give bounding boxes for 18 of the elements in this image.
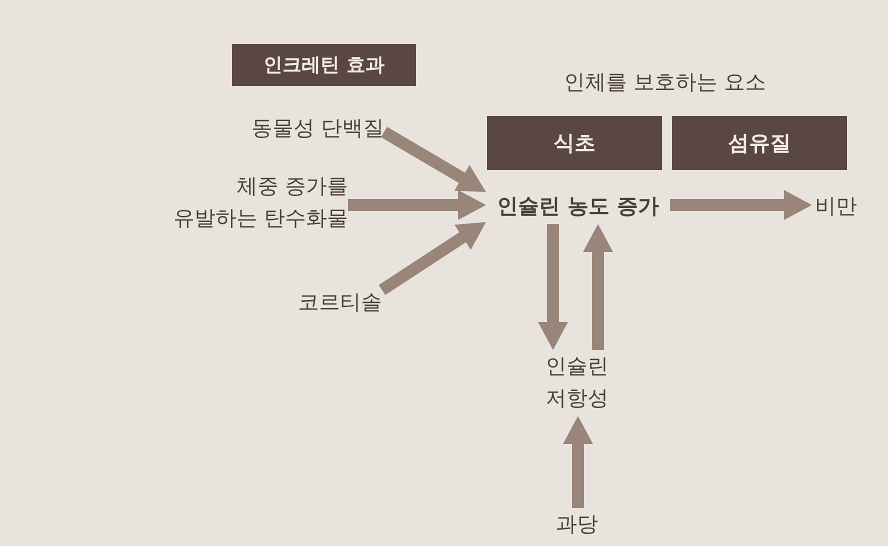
- group-heading: 인체를 보호하는 요소: [562, 69, 768, 96]
- outcome-text: 인슐린 농도 증가: [486, 190, 670, 224]
- arrow: [670, 190, 812, 220]
- arrow: [380, 126, 486, 192]
- factor-text: 과당: [545, 508, 609, 542]
- factor-text: 동물성 단백질: [222, 112, 384, 146]
- arrow: [563, 416, 593, 508]
- factor-box: 식초: [487, 116, 662, 170]
- condition-text: 인슐린 저항성: [536, 350, 618, 416]
- label-box: 인크레틴 효과: [232, 44, 416, 86]
- arrow: [583, 224, 613, 350]
- factor-text: 체중 증가를 유발하는 탄수화물: [153, 170, 348, 236]
- factor-box: 섬유질: [672, 116, 847, 170]
- outcome-text: 비만: [812, 190, 860, 224]
- arrow: [348, 190, 486, 220]
- factor-text: 코르티솔: [270, 286, 382, 320]
- arrow: [538, 224, 568, 350]
- arrow: [378, 222, 486, 296]
